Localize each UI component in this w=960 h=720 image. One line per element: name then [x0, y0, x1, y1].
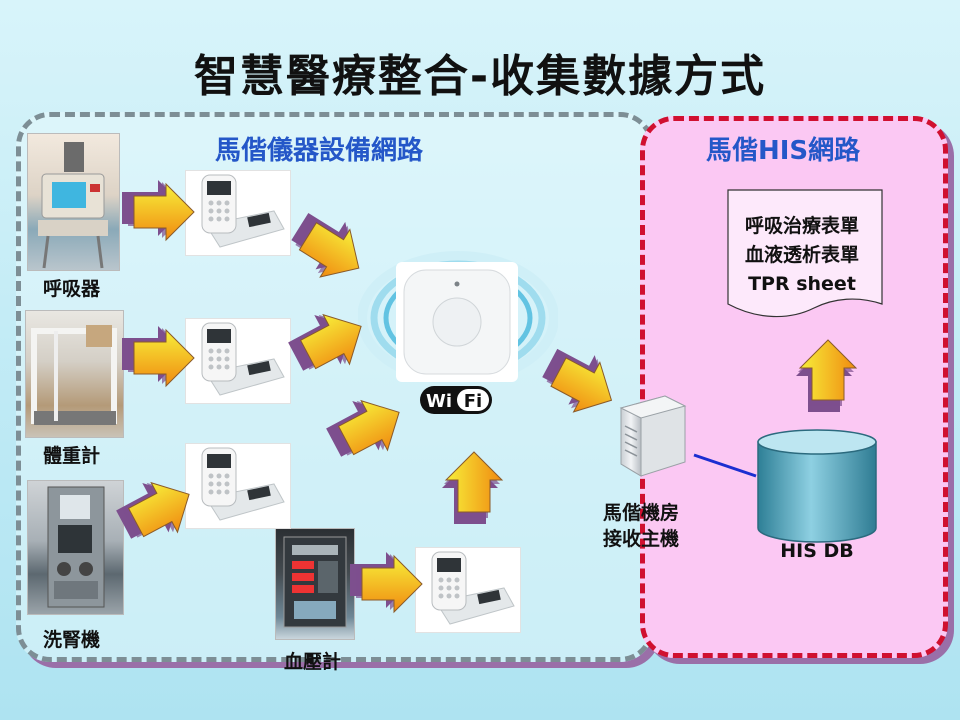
server-label-line2: 接收主機 — [602, 528, 679, 550]
arrow-db-to-document — [795, 339, 857, 413]
arrow-respirator-to-handheld — [121, 179, 195, 241]
arrow-scale-to-handheld — [121, 325, 195, 387]
respirator-image — [27, 133, 120, 271]
page-title: 智慧醫療整合-收集數據方式 — [193, 51, 767, 102]
his-network-label: 馬偕HIS網路 — [706, 136, 861, 166]
document-text: 呼吸治療表單 血液透析表單 TPR sheet — [718, 212, 886, 299]
dialysis-label: 洗腎機 — [43, 629, 101, 651]
server-label-line1: 馬偕機房 — [602, 502, 679, 524]
database-icon — [752, 428, 882, 548]
wifi-logo-wi: Wi — [426, 391, 452, 412]
weight-scale-label: 體重計 — [43, 445, 101, 467]
arrow-dialysis-to-handheld — [109, 465, 203, 554]
respirator-label: 呼吸器 — [43, 278, 101, 300]
wireless-access-point-icon — [357, 240, 559, 420]
database-label: HIS DB — [780, 540, 854, 562]
server-icon — [607, 390, 697, 480]
document-line: 血液透析表單 — [744, 244, 859, 266]
device-network-label: 馬偕儀器設備網路 — [215, 136, 424, 166]
handheld-device-icon — [185, 318, 291, 404]
server-label: 馬偕機房 接收主機 — [586, 500, 696, 552]
arrow-handheld2-to-ap — [281, 297, 375, 386]
arrow-bp-to-handheld — [349, 551, 423, 613]
wifi-logo-fi: Fi — [464, 391, 482, 412]
document-line: 呼吸治療表單 — [744, 215, 859, 237]
document-icon — [718, 186, 886, 326]
arrow-handheld4-to-ap — [441, 451, 503, 525]
server-db-link — [693, 453, 757, 478]
handheld-device-icon — [185, 443, 291, 529]
dialysis-machine-image — [27, 480, 124, 615]
weight-scale-image — [25, 310, 124, 438]
handheld-device-icon — [415, 547, 521, 633]
arrow-handheld1-to-ap — [282, 202, 377, 293]
blood-pressure-label: 血壓計 — [284, 651, 342, 673]
arrow-handheld3-to-ap — [319, 383, 413, 472]
blood-pressure-monitor-image — [275, 528, 355, 640]
wifi-logo-icon: Wi Fi — [419, 385, 493, 415]
document-line: TPR sheet — [748, 273, 856, 295]
